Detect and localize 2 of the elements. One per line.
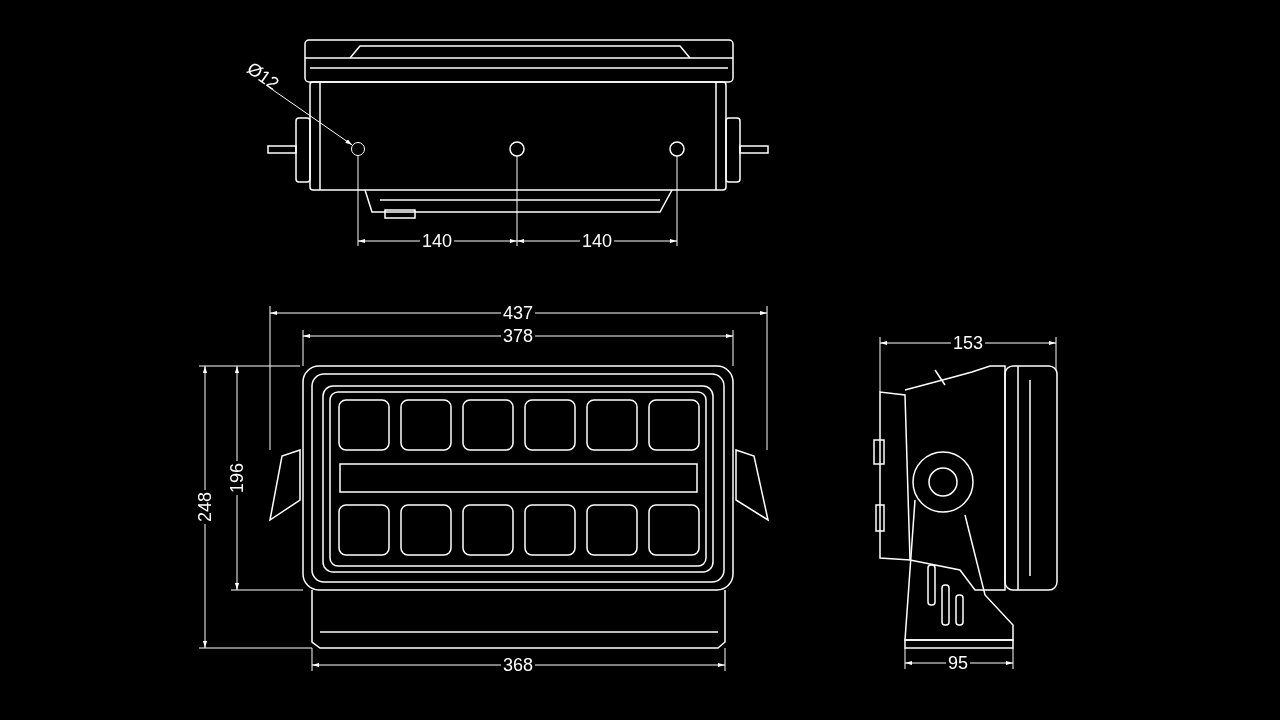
diameter-label: Ø12 — [241, 56, 285, 96]
leader-line — [272, 89, 353, 146]
